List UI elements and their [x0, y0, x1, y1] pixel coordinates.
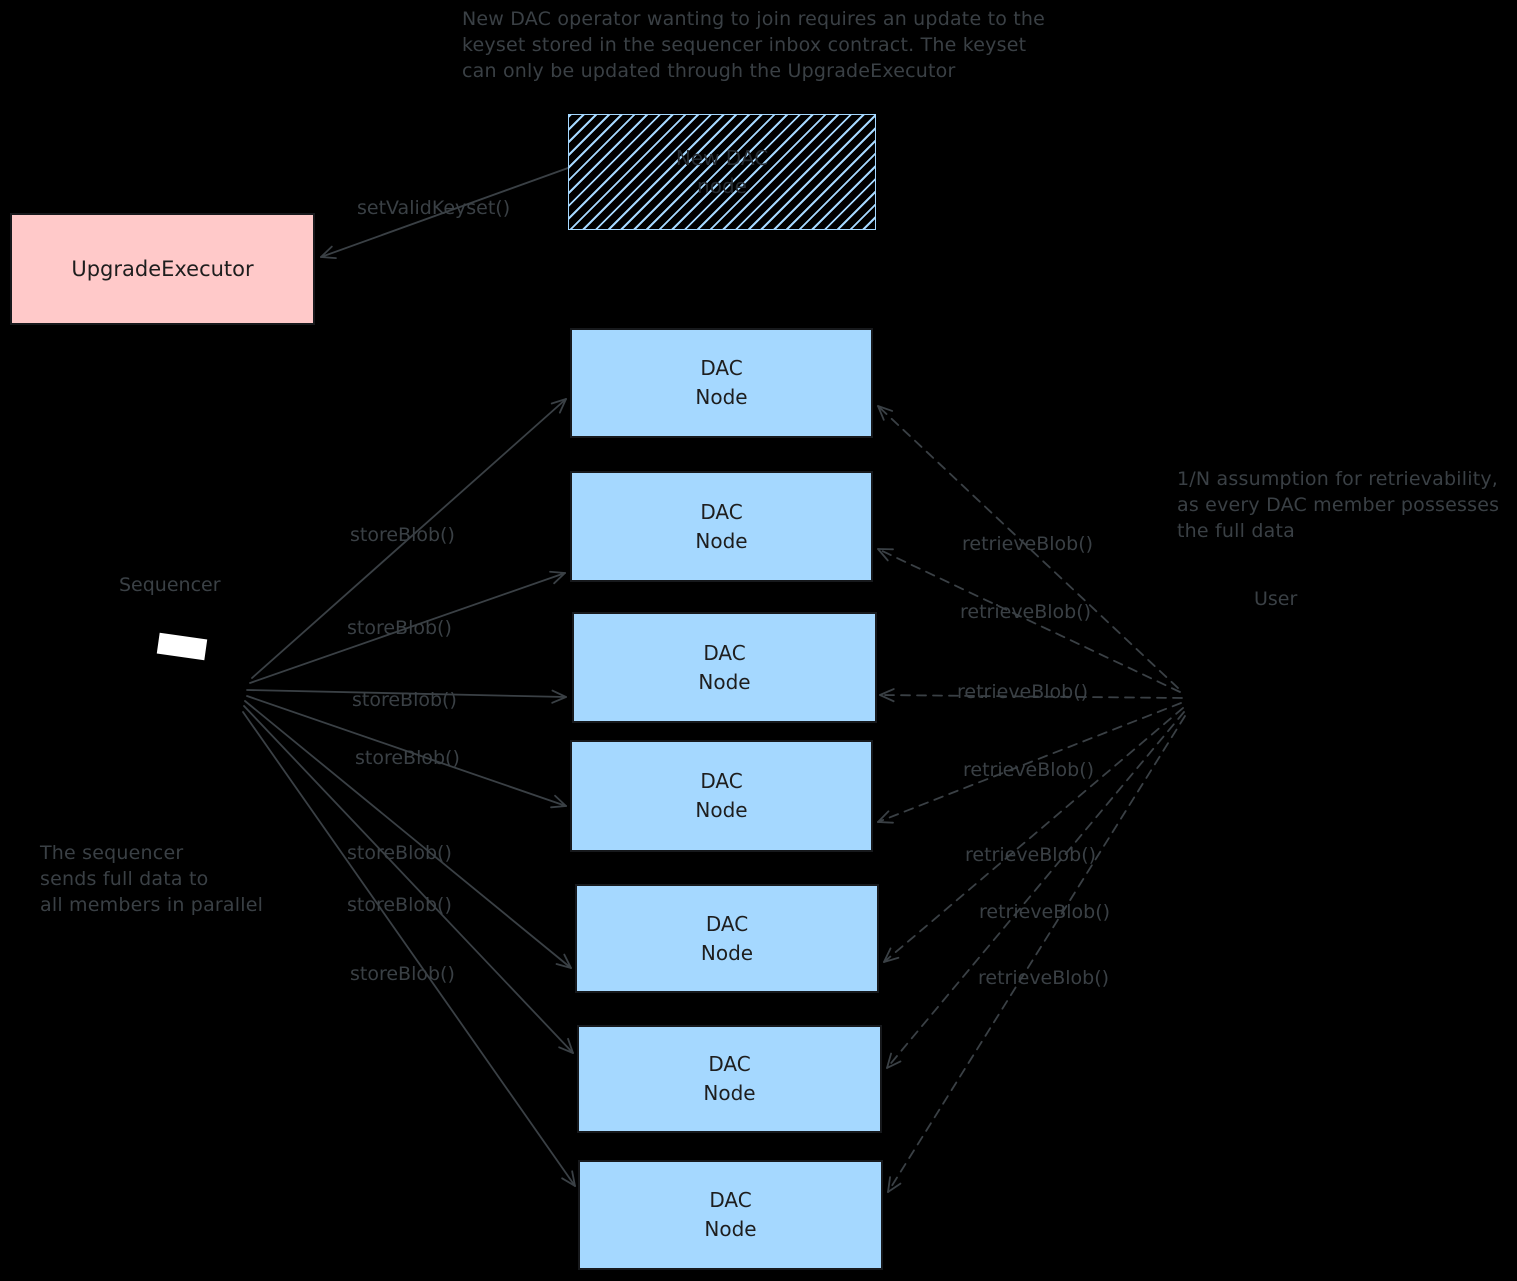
dac-node-label-line2: Node: [704, 1217, 757, 1241]
retrieve-blob-arrow: [877, 548, 1181, 693]
dac-node-label-line1: DAC: [700, 769, 743, 793]
store-blob-arrow: [246, 695, 567, 809]
dac-node-label-line1: DAC: [708, 1052, 751, 1076]
dac-node-label-line1: DAC: [700, 356, 743, 380]
store-blob-label: storeBlob(): [347, 842, 452, 864]
store-blob-label: storeBlob(): [352, 689, 457, 711]
note-retrievability: 1/N assumption for retrievability, as ev…: [1177, 468, 1500, 542]
retrieve-blob-label: retrieveBlob(): [962, 533, 1094, 555]
dac-node-label-line2: Node: [695, 528, 748, 553]
set-valid-keyset-label: setValidKeyset(): [357, 197, 511, 219]
retrieve-blob-label: retrieveBlob(): [979, 901, 1111, 923]
retrieve-blob-arrow: [886, 711, 1185, 1069]
dac-node-box: DAC Node: [578, 1160, 883, 1270]
dac-node-box: DAC Node: [570, 740, 873, 852]
dac-node-box: DAC Node: [577, 1025, 882, 1133]
new-dac-node-box: New DAC node: [568, 114, 876, 230]
store-blob-label: storeBlob(): [347, 617, 452, 639]
retrieve-blob-label: retrieveBlob(): [965, 844, 1097, 866]
dac-node-label-line1: DAC: [700, 499, 743, 524]
note-keyset-update: New DAC operator wanting to join require…: [462, 8, 1046, 82]
retrieve-blob-arrow: [879, 688, 1183, 703]
retrieve-blob-label: retrieveBlob(): [963, 759, 1095, 781]
store-blob-arrow: [244, 700, 572, 969]
retrieve-blob-label: retrieveBlob(): [957, 681, 1089, 703]
upgrade-executor-box: UpgradeExecutor: [10, 213, 315, 325]
dac-node-label-line2: Node: [703, 1081, 756, 1105]
upgrade-executor-label: UpgradeExecutor: [71, 257, 254, 281]
user-label: User: [1254, 588, 1298, 610]
store-blob-arrow: [242, 711, 576, 1187]
store-blob-label: storeBlob(): [350, 963, 455, 985]
dac-node-box: DAC Node: [572, 612, 877, 723]
store-blob-label: storeBlob(): [350, 524, 455, 546]
store-blob-arrow: [249, 570, 566, 684]
note-sequencer-parallel: The sequencer sends full data to all mem…: [40, 842, 264, 916]
retrieve-blob-label: retrieveBlob(): [960, 601, 1092, 623]
store-blob-arrow: [243, 705, 574, 1054]
store-blob-arrow: [246, 689, 567, 704]
store-blob-label: storeBlob(): [355, 747, 460, 769]
dac-node-label-line1: DAC: [705, 911, 749, 936]
dac-node-label-line2: Node: [695, 385, 748, 409]
store-blob-arrow: [251, 398, 567, 679]
sequencer-label: Sequencer: [119, 574, 221, 596]
store-blob-label: storeBlob(): [347, 894, 452, 916]
set-valid-keyset-arrow: [320, 167, 569, 260]
retrieve-blob-arrow: [883, 707, 1184, 963]
dac-node-label-line2: Node: [695, 798, 748, 822]
dac-node-box: DAC Node: [575, 884, 879, 993]
dac-node-box: DAC Node: [570, 471, 873, 582]
retrieve-blob-arrow: [877, 702, 1182, 824]
new-dac-node-label: New DAC node: [675, 146, 769, 198]
retrieve-blob-arrow: [877, 405, 1179, 689]
retrieve-blob-arrow: [887, 715, 1186, 1193]
dac-node-label-line1: DAC: [709, 1188, 752, 1212]
dac-node-label-line2: Node: [698, 669, 751, 694]
dac-node-box: DAC Node: [570, 328, 873, 438]
dac-node-label-line2: Node: [700, 940, 754, 965]
dac-node-label-line1: DAC: [703, 640, 746, 665]
retrieve-blob-label: retrieveBlob(): [978, 967, 1110, 989]
